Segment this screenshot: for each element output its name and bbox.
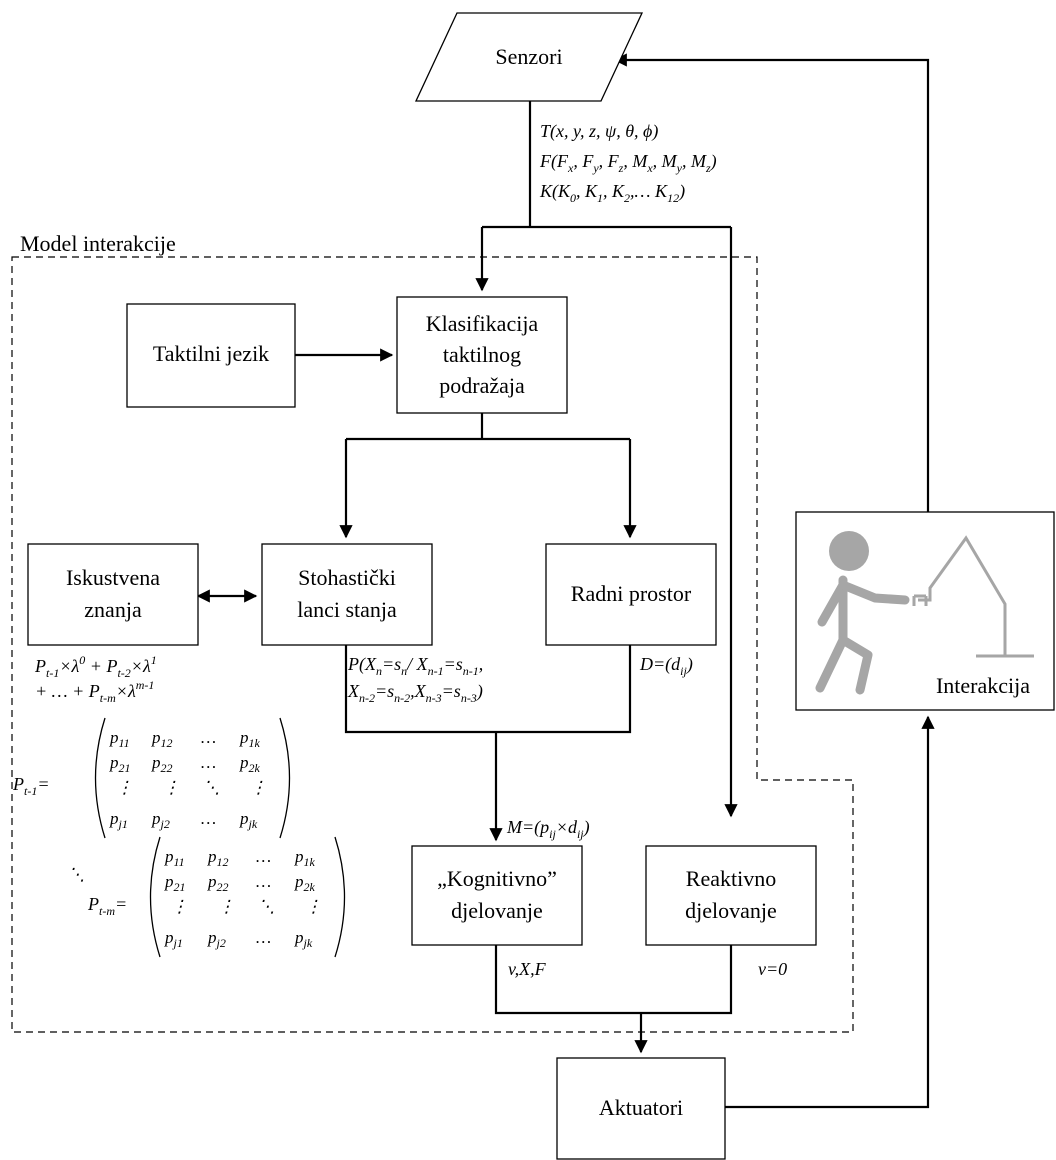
svg-text:Pt-1×λ0 + Pt-2×λ1: Pt-1×λ0 + Pt-2×λ1 (34, 653, 157, 680)
signal-T: T(x, y, z, ψ, θ, ϕ) (540, 121, 658, 142)
taktilni-jezik-label: Taktilni jezik (153, 341, 269, 366)
svg-text:⋱: ⋱ (203, 778, 220, 797)
kognitivno-line-2: djelovanje (451, 898, 543, 923)
svg-text:pjk: pjk (294, 928, 313, 950)
m-formula: M=(pij×dij) (506, 817, 590, 841)
senzori-label: Senzori (495, 44, 562, 69)
svg-text:⋮: ⋮ (218, 897, 235, 916)
svg-text:⋮: ⋮ (116, 778, 133, 797)
iskustvena-line-2: znanja (84, 597, 142, 622)
svg-text:p22: p22 (207, 872, 229, 894)
svg-text:⋮: ⋮ (250, 778, 267, 797)
svg-text:p12: p12 (207, 847, 229, 869)
signal-K: K(K0, K1, K2,… K12) (539, 181, 685, 205)
interakcija-label: Interakcija (936, 673, 1030, 698)
klasifikacija-node: Klasifikacija taktilnog podražaja (396, 296, 568, 414)
svg-text:Xn-2=sn-2,Xn-3=sn-3): Xn-2=sn-2,Xn-3=sn-3) (347, 681, 483, 705)
model-boundary (11, 256, 854, 1033)
aktuatori-node: Aktuatori (556, 1057, 726, 1160)
cognitive-output: v,X,F (508, 959, 547, 979)
reactive-output: v=0 (758, 959, 787, 979)
svg-text:pj2: pj2 (151, 809, 170, 831)
svg-text:Pt-1=: Pt-1= (12, 774, 50, 798)
robot-arm-icon (912, 535, 1034, 658)
aktuatori-label: Aktuatori (599, 1095, 683, 1120)
svg-text:p1k: p1k (239, 728, 261, 750)
klasifikacija-line-2: taktilnog (443, 342, 521, 367)
kognitivno-line-1: „Kognitivno” (437, 866, 557, 891)
model-label: Model interakcije (20, 231, 176, 256)
svg-text:p21: p21 (164, 872, 186, 894)
svg-text:…: … (201, 753, 216, 772)
svg-text:…: … (256, 847, 271, 866)
klasifikacija-line-3: podražaja (439, 373, 525, 398)
svg-text:pj2: pj2 (207, 928, 226, 950)
svg-text:+ … + Pt-m×λm-1: + … + Pt-m×λm-1 (35, 678, 154, 705)
iskustvena-node: Iskustvena znanja (27, 543, 199, 646)
svg-text:p22: p22 (151, 753, 173, 775)
svg-text:p21: p21 (109, 753, 131, 775)
weighted-sum-formula: Pt-1×λ0 + Pt-2×λ1 + … + Pt-m×λm-1 (34, 653, 157, 705)
svg-text:⋮: ⋮ (163, 778, 180, 797)
svg-text:P(Xn=sn/ Xn-1=sn-1,: P(Xn=sn/ Xn-1=sn-1, (347, 654, 483, 678)
stohasticki-line-2: lanci stanja (297, 597, 397, 622)
svg-text:p2k: p2k (239, 753, 261, 775)
workspace-formula: D=(dij) (639, 654, 693, 678)
human-figure-icon (815, 531, 910, 695)
iskustvena-line-1: Iskustvena (66, 565, 160, 590)
svg-text:…: … (201, 728, 216, 747)
svg-text:pj1: pj1 (164, 928, 183, 950)
svg-text:p1k: p1k (294, 847, 316, 869)
svg-text:⋮: ⋮ (305, 897, 322, 916)
kognitivno-node: „Kognitivno” djelovanje (411, 845, 583, 946)
signal-F: F(Fx, Fy, Fz, Mx, My, Mz) (539, 151, 717, 175)
svg-text:⋮: ⋮ (171, 897, 188, 916)
matrix-ellipsis: ⋱ (68, 865, 85, 884)
interakcija-node: Interakcija (795, 511, 1055, 711)
radni-prostor-label: Radni prostor (571, 581, 692, 606)
reaktivno-node: Reaktivno djelovanje (645, 845, 817, 946)
svg-text:Pt-m=: Pt-m= (87, 894, 127, 918)
reaktivno-line-1: Reaktivno (686, 866, 776, 891)
svg-text:p12: p12 (151, 728, 173, 750)
taktilni-jezik-node: Taktilni jezik (126, 303, 296, 408)
sensor-signals: T(x, y, z, ψ, θ, ϕ) F(Fx, Fy, Fz, Mx, My… (539, 121, 717, 205)
reaktivno-line-2: djelovanje (685, 898, 777, 923)
svg-text:pjk: pjk (239, 809, 258, 831)
matrix-t-m: Pt-m= p11 p12 … p1k p21 p22 … p2k ⋮ ⋮ ⋱ … (87, 836, 346, 958)
connectors (196, 53, 935, 1109)
stohasticki-line-1: Stohastički (298, 565, 396, 590)
svg-text:…: … (256, 928, 271, 947)
klasifikacija-line-1: Klasifikacija (426, 311, 539, 336)
svg-text:p11: p11 (109, 728, 130, 750)
matrix-t-1: Pt-1= p11 p12 … p1k p21 p22 … p2k ⋮ ⋮ ⋱ … (12, 717, 291, 839)
svg-text:pj1: pj1 (109, 809, 128, 831)
svg-text:⋱: ⋱ (258, 897, 275, 916)
svg-text:p11: p11 (164, 847, 185, 869)
markov-formula: P(Xn=sn/ Xn-1=sn-1, Xn-2=sn-2,Xn-3=sn-3) (347, 654, 483, 705)
stohasticki-node: Stohastički lanci stanja (261, 543, 433, 646)
svg-text:p2k: p2k (294, 872, 316, 894)
radni-prostor-node: Radni prostor (545, 543, 717, 646)
svg-text:…: … (256, 872, 271, 891)
svg-text:…: … (201, 809, 216, 828)
senzori-node: Senzori (414, 12, 644, 102)
